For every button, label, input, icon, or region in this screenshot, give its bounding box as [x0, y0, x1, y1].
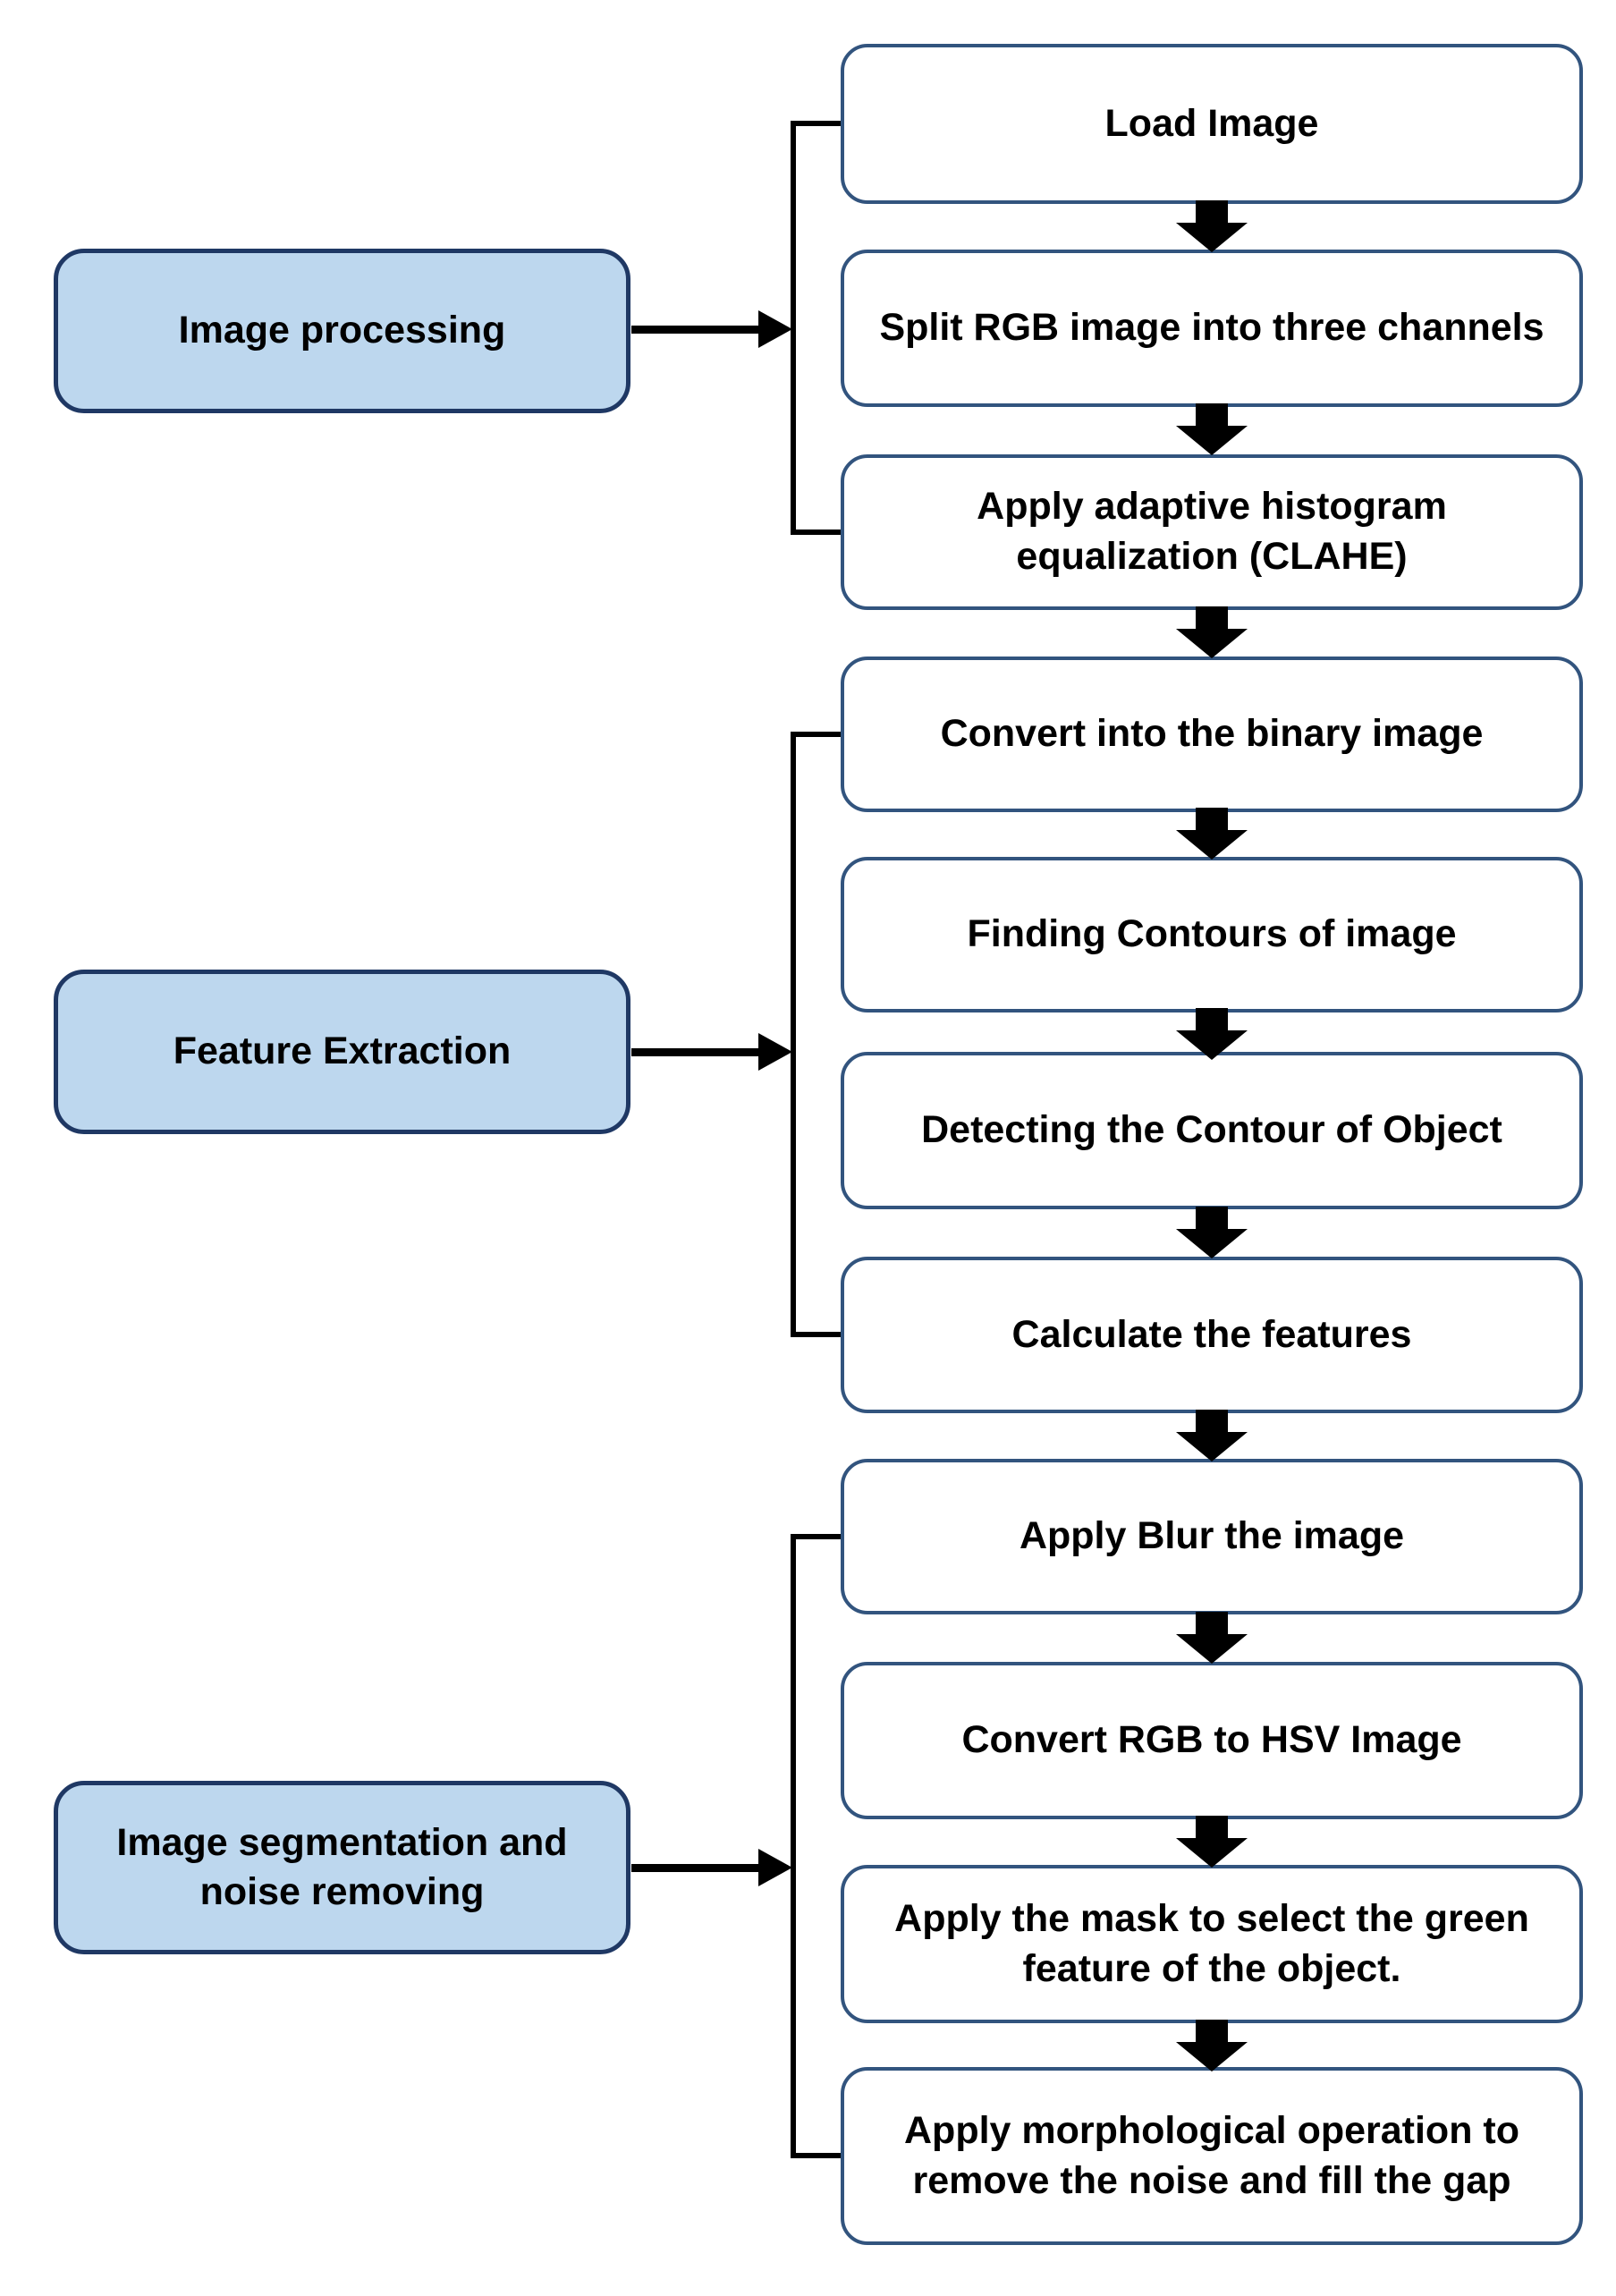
step-label-apply-mask: Apply the mask to select the green featu…	[894, 1896, 1529, 1990]
bracket-bottom-stub-image-processing	[791, 530, 841, 535]
step-label-load-image: Load Image	[1104, 101, 1319, 145]
down-arrow-icon-6	[1173, 1207, 1250, 1258]
bracket-spine-image-segmentation	[791, 1534, 796, 2158]
stage-box-feature-extraction: Feature Extraction	[54, 970, 630, 1134]
step-box-apply-blur: Apply Blur the image	[841, 1459, 1583, 1614]
stage-label-image-segmentation: Image segmentation and noise removing	[116, 1820, 568, 1913]
down-arrow-icon-1	[1173, 200, 1250, 252]
bracket-bottom-stub-feature-extraction	[791, 1332, 841, 1337]
down-arrow-icon-9	[1173, 1816, 1250, 1868]
step-box-convert-hsv: Convert RGB to HSV Image	[841, 1662, 1583, 1819]
stage-arrow-head-image-processing	[758, 310, 792, 348]
down-arrow-icon-10	[1173, 2020, 1250, 2071]
step-box-clahe: Apply adaptive histogram equalization (C…	[841, 454, 1583, 610]
step-box-finding-contours: Finding Contours of image	[841, 857, 1583, 1012]
step-box-split-rgb: Split RGB image into three channels	[841, 250, 1583, 407]
step-box-calculate-features: Calculate the features	[841, 1257, 1583, 1413]
step-label-detecting-contour: Detecting the Contour of Object	[921, 1108, 1502, 1152]
bracket-top-stub-image-segmentation	[791, 1534, 841, 1539]
step-label-calculate-features: Calculate the features	[1011, 1312, 1412, 1356]
stage-arrow-head-feature-extraction	[758, 1033, 792, 1071]
stage-box-image-segmentation: Image segmentation and noise removing	[54, 1781, 630, 1954]
step-label-convert-binary: Convert into the binary image	[940, 712, 1484, 756]
step-label-apply-blur: Apply Blur the image	[1019, 1514, 1405, 1558]
step-box-convert-binary: Convert into the binary image	[841, 657, 1583, 812]
stage-arrow-line-image-processing	[631, 326, 764, 334]
step-label-convert-hsv: Convert RGB to HSV Image	[961, 1718, 1462, 1762]
stage-box-image-processing: Image processing	[54, 249, 630, 413]
step-box-load-image: Load Image	[841, 44, 1583, 204]
step-label-split-rgb: Split RGB image into three channels	[879, 306, 1544, 350]
bracket-top-stub-image-processing	[791, 121, 841, 126]
bracket-spine-feature-extraction	[791, 732, 796, 1337]
stage-arrow-line-feature-extraction	[631, 1048, 764, 1056]
down-arrow-icon-5	[1173, 1008, 1250, 1060]
bracket-bottom-stub-image-segmentation	[791, 2153, 841, 2158]
down-arrow-icon-2	[1173, 403, 1250, 455]
step-label-morphological: Apply morphological operation to remove …	[904, 2108, 1519, 2202]
step-box-detecting-contour: Detecting the Contour of Object	[841, 1052, 1583, 1209]
down-arrow-icon-4	[1173, 808, 1250, 860]
down-arrow-icon-3	[1173, 606, 1250, 658]
bracket-top-stub-feature-extraction	[791, 732, 841, 737]
stage-label-image-processing: Image processing	[178, 309, 506, 352]
down-arrow-icon-7	[1173, 1410, 1250, 1461]
stage-label-feature-extraction: Feature Extraction	[173, 1029, 512, 1073]
bracket-spine-image-processing	[791, 121, 796, 535]
step-label-clahe: Apply adaptive histogram equalization (C…	[977, 485, 1447, 578]
down-arrow-icon-8	[1173, 1612, 1250, 1664]
step-box-apply-mask: Apply the mask to select the green featu…	[841, 1865, 1583, 2023]
stage-arrow-head-image-segmentation	[758, 1849, 792, 1886]
step-label-finding-contours: Finding Contours of image	[967, 912, 1457, 956]
step-box-morphological: Apply morphological operation to remove …	[841, 2067, 1583, 2245]
stage-arrow-line-image-segmentation	[631, 1864, 764, 1872]
